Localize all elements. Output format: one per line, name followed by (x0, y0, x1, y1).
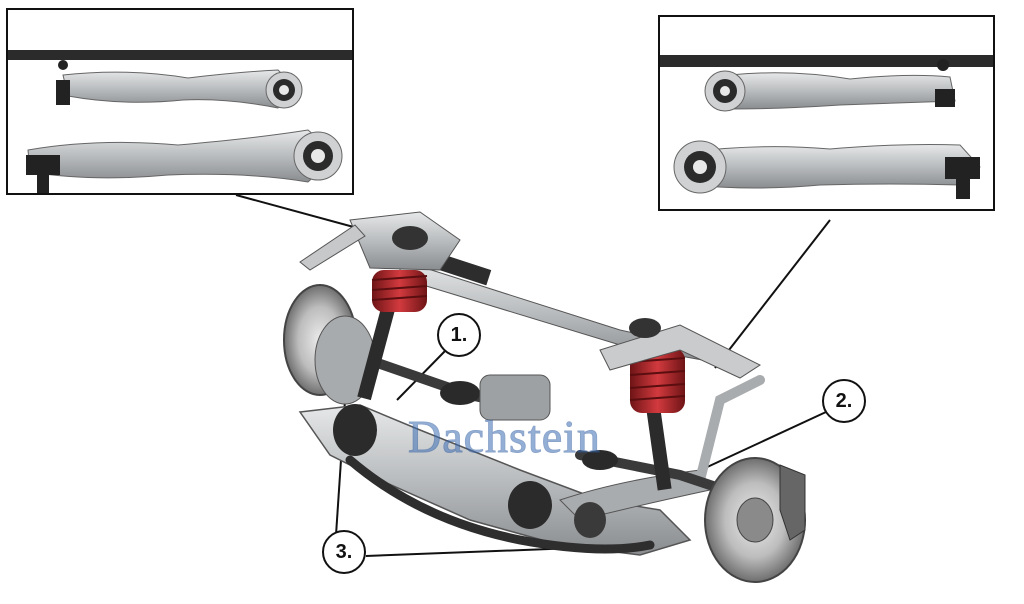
inset-photo-right (658, 15, 995, 211)
right-top-mount (629, 318, 661, 338)
inset-photo-left (6, 8, 354, 195)
leader-line-top-left (235, 194, 373, 233)
callout-1: 1. (437, 313, 481, 357)
callout-2: 2. (822, 379, 866, 423)
cv-boot-right (582, 450, 618, 470)
cv-boot-left (440, 381, 480, 405)
rubber-mount-right (574, 502, 606, 538)
left-shock (357, 299, 397, 401)
rubber-mount-center (508, 481, 552, 529)
control-arm-upper-left (56, 60, 303, 109)
right-caliper (779, 464, 806, 541)
left-top-mount (392, 226, 428, 250)
differential (479, 374, 551, 421)
stabilizer-link (695, 375, 765, 485)
leader-line-top-right (714, 219, 831, 369)
callout-3: 3. (322, 530, 366, 574)
control-arm-lower-left (26, 129, 343, 193)
watermark: Dachstein (408, 411, 601, 463)
left-spring (371, 270, 428, 312)
control-arm-upper-right (704, 59, 956, 112)
leader-line-2 (689, 411, 827, 476)
leader-line-3b (365, 547, 576, 557)
upper-arm-left (299, 224, 366, 271)
upper-arm-right (599, 324, 762, 379)
right-hub (736, 497, 774, 543)
rubber-mount-left (333, 404, 377, 456)
control-arm-lower-right (673, 140, 981, 199)
stabilizer-bar (345, 455, 655, 554)
steering-boot (438, 254, 492, 286)
